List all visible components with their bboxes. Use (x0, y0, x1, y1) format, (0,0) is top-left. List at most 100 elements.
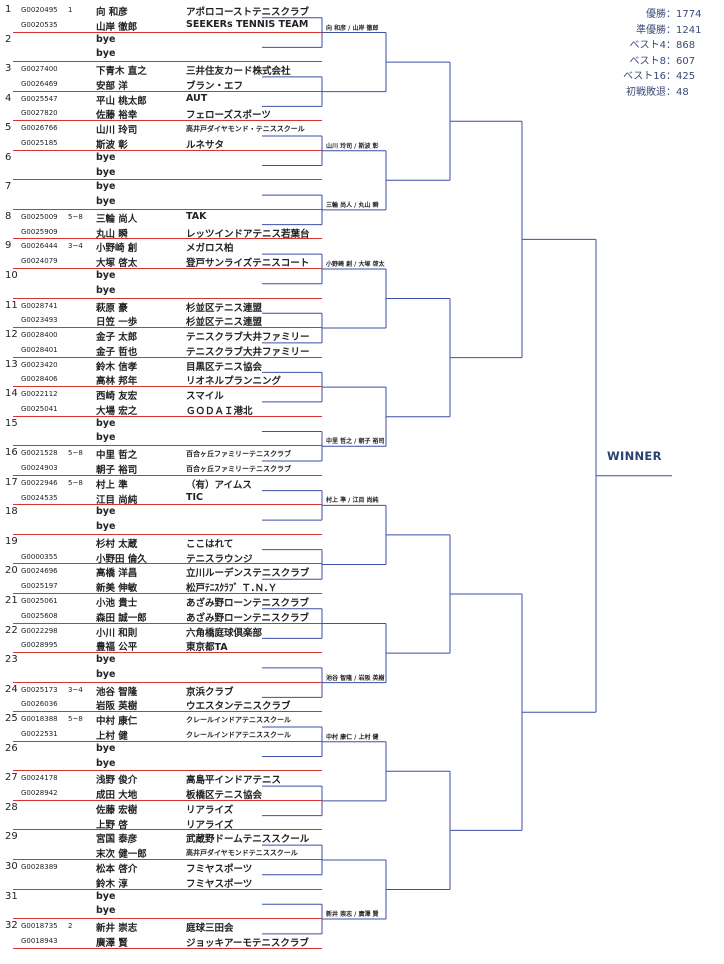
player-name: 下青木 直之 (96, 66, 147, 78)
draw-number: 27 (5, 772, 18, 784)
pair-separator (13, 415, 322, 417)
club-name: ＧＯＤＡＩ港北 (186, 405, 253, 417)
pair-separator (13, 888, 322, 890)
player-name: 高橋 洋昌 (96, 568, 138, 580)
club-name: 板橋区テニス協会 (186, 790, 263, 802)
points-value: ：425 (666, 71, 696, 82)
player-name: 向 和彦 (96, 7, 128, 18)
club-name: AUT (186, 92, 208, 104)
player-id: G0025608 (21, 611, 58, 620)
draw-number: 9 (5, 240, 12, 252)
player-name: 森田 誠一郎 (96, 612, 147, 624)
player-name: 上野 啓 (96, 819, 128, 831)
advancer-label: 向 和彦 / 山岸 徹郎 (326, 24, 379, 32)
draw-number: 17 (5, 476, 18, 488)
player-id: G0024178 (21, 774, 58, 783)
points-label: ベスト16 (623, 71, 666, 82)
player-name: 大場 宏之 (96, 405, 138, 417)
club-name: 京浜クラブ (186, 686, 234, 698)
player-name: 安部 洋 (96, 80, 128, 92)
club-name: 百合ヶ丘ファミリーテニスクラブ (186, 450, 291, 459)
draw-number: 20 (5, 565, 18, 577)
draw-number: 4 (5, 92, 12, 104)
player-id: G0028389 (21, 862, 58, 871)
bye-label: bye (96, 417, 116, 429)
club-name: アポロコーストテニスクラブ (186, 7, 310, 18)
club-name: ウエスタンテニスクラブ (186, 701, 291, 713)
player-id: G0027400 (21, 65, 58, 74)
bye-label: bye (96, 890, 116, 902)
pair-separator (13, 799, 322, 801)
club-name: ブラン・エフ (186, 80, 244, 92)
player-name: 中里 哲之 (96, 450, 138, 462)
club-name: 六角橋庭球倶楽部 (186, 627, 263, 639)
bye-label: bye (96, 151, 116, 163)
club-name: 杉並区テニス連盟 (186, 302, 263, 314)
club-name: フミヤスポーツ (186, 878, 253, 890)
club-name: ここはれて (186, 538, 234, 550)
player-name: 朝子 裕司 (96, 465, 138, 477)
pair-separator (13, 652, 322, 654)
player-id: G0018943 (21, 936, 58, 945)
seed-label: 3~4 (68, 685, 83, 694)
player-name: 浅野 俊介 (96, 775, 138, 787)
player-id: G0024903 (21, 464, 58, 473)
player-id: G0025185 (21, 138, 58, 147)
player-name: 新井 崇志 (96, 923, 138, 935)
player-id: G0028741 (21, 301, 58, 310)
club-name: 三井住友カード株式会社 (186, 66, 291, 78)
player-id: G0025909 (21, 227, 58, 236)
player-name: 池谷 智隆 (96, 686, 138, 698)
club-name: レッツインドアテニス若葉台 (186, 228, 310, 240)
club-name: 庭球三田会 (186, 923, 234, 935)
player-id: G0025061 (21, 597, 58, 605)
draw-number: 23 (5, 654, 18, 666)
club-name: リオネルプランニング (186, 376, 282, 388)
player-id: G0026444 (21, 242, 58, 251)
draw-number: 14 (5, 388, 18, 400)
club-name: 東京都TA (186, 642, 228, 654)
club-name: メガロス柏 (186, 243, 234, 255)
bye-label: bye (96, 742, 116, 754)
player-id: G0025197 (21, 582, 58, 591)
draw-number: 22 (5, 624, 18, 636)
bye-label: bye (96, 521, 116, 533)
club-name: SEEKERs TENNIS TEAM (186, 18, 309, 30)
pair-separator (13, 504, 322, 506)
draw-number: 7 (5, 181, 12, 193)
advancer-label: 小野崎 創 / 大塚 啓太 (326, 260, 385, 268)
draw-number: 3 (5, 63, 12, 75)
club-name: テニスクラブ大井ファミリー (186, 332, 310, 344)
club-name: スマイル (186, 391, 224, 403)
club-name: フミヤスポーツ (186, 863, 253, 875)
draw-number: 24 (5, 683, 18, 695)
bye-label: bye (96, 269, 116, 281)
pair-separator (13, 445, 322, 447)
club-name: あざみ野ローンテニスクラブ (186, 598, 310, 609)
pair-separator (13, 711, 322, 713)
player-name: 大塚 啓太 (96, 258, 138, 270)
points-value: ：868 (666, 40, 696, 51)
player-id: G0028942 (21, 789, 58, 798)
pair-separator (13, 31, 322, 33)
draw-number: 12 (5, 329, 18, 341)
points-label: 準優勝 (636, 24, 666, 36)
player-name: 末次 健一郎 (96, 849, 147, 861)
player-id: G0024696 (21, 567, 58, 576)
bye-label: bye (96, 284, 116, 296)
club-name: 高井戸ダイヤモンド・テニススクール (186, 125, 305, 134)
player-id: G0021528 (21, 449, 58, 458)
club-name: 立川ルーデンステニスクラブ (186, 568, 310, 580)
player-name: 三輪 尚人 (96, 213, 138, 225)
player-name: 小野田 倫久 (96, 553, 147, 565)
player-name: 金子 太郎 (96, 332, 138, 344)
draw-number: 2 (5, 33, 12, 45)
player-id: G0020495 (21, 6, 58, 14)
club-name: あざみ野ローンテニスクラブ (186, 612, 310, 624)
draw-number: 28 (5, 801, 18, 813)
draw-number: 21 (5, 595, 18, 606)
player-name: 日笠 一歩 (96, 317, 138, 329)
club-name: 高井戸ダイヤモンドテニススクール (186, 849, 298, 858)
pair-separator (13, 61, 322, 63)
club-name: 百合ヶ丘ファミリーテニスクラブ (186, 465, 291, 474)
